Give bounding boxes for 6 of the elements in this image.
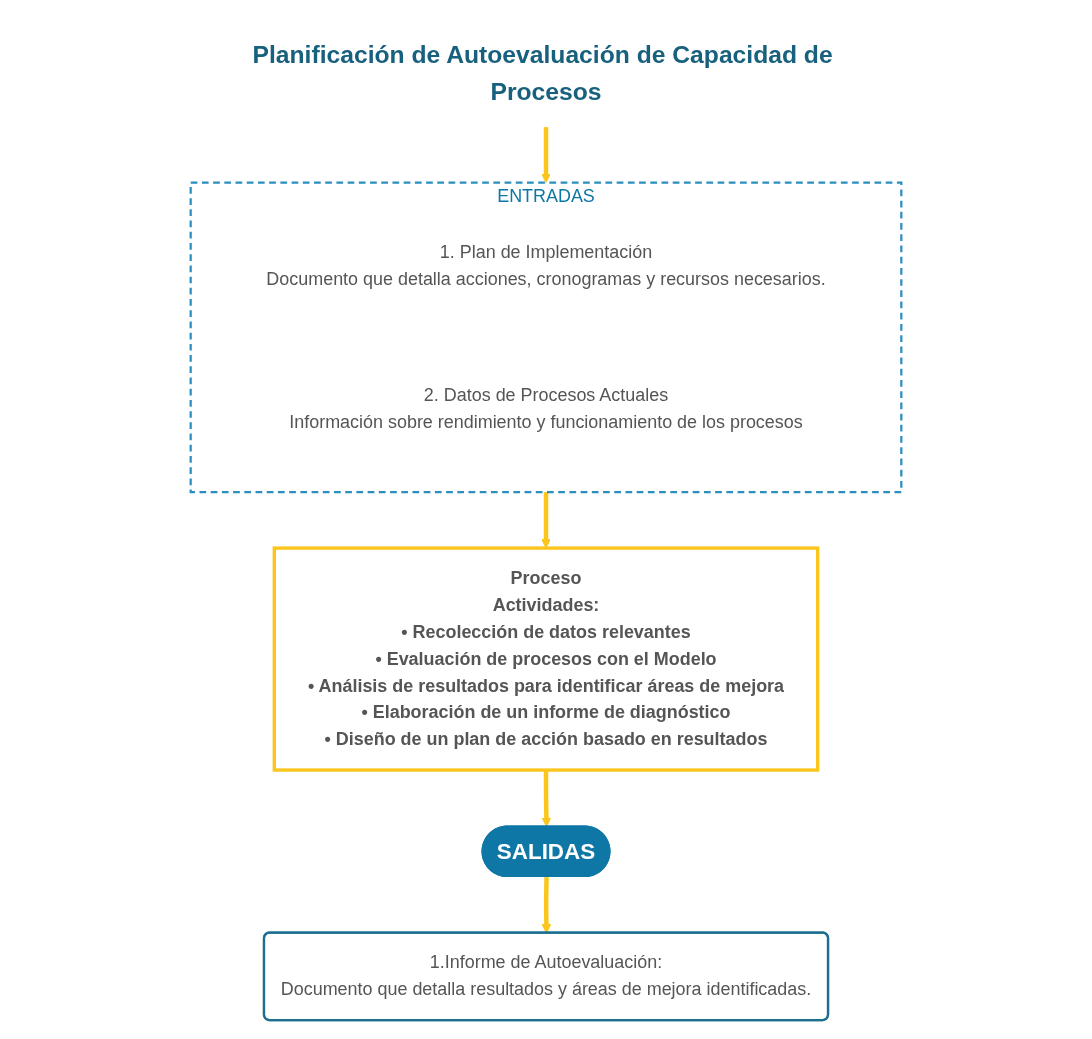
node-text: 2. Datos de Procesos Actuales Información sobre rendimiento y funcionamiento de los procesos — [289, 385, 803, 432]
node-text: Planificación de Autoevaluación de Capacidad de Procesos — [252, 40, 833, 106]
arrow — [541, 492, 551, 549]
node-text: 1. Plan de Implementación Documento que detalla acciones, cronogramas y recursos necesarios. — [266, 242, 826, 289]
arrow — [541, 770, 552, 828]
node-box: Proceso Actividades: • Recolección de datos relevantes • Evaluación de procesos con el Modelo • Análisis de resultados para identificar áreas de mejora • Elaboración de un informe de diagnóstico • Diseño de un plan de acción basado en resultados — [272, 546, 820, 772]
